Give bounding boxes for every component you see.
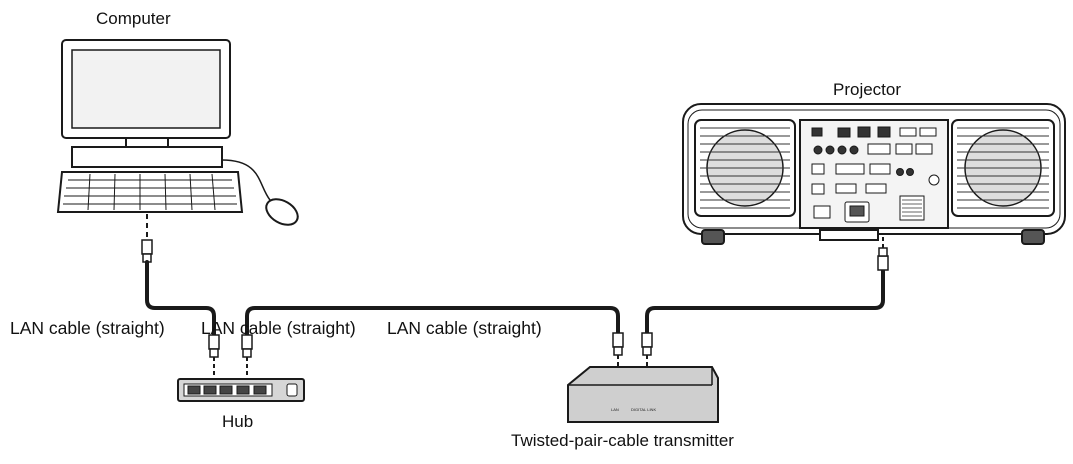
cable-hub-transmitter [245, 306, 620, 337]
cable-computer-hub [145, 260, 216, 337]
computer [56, 39, 299, 226]
projector-label: Projector [833, 80, 902, 99]
lan-plug-tx-left [612, 332, 624, 356]
computer-base [71, 146, 223, 168]
keyboard [56, 171, 244, 213]
twisted-pair-cable-transmitter [567, 366, 719, 423]
monitor-stand [125, 137, 169, 148]
transmitter-label: Twisted-pair-cable transmitter [511, 431, 734, 450]
projector [682, 103, 1066, 245]
lan-plugs [208, 247, 889, 358]
projector-left-vent [694, 119, 796, 217]
mouse [265, 198, 299, 226]
keyboard-keys [63, 173, 237, 211]
lan-plug-computer [141, 239, 153, 263]
monitor-screen [71, 49, 221, 129]
lan-cable-label-transmitter-projector: LAN cable (straight) [387, 318, 542, 338]
tx-port-lan-label: LAN [611, 407, 619, 412]
mouse-cable [221, 159, 271, 201]
projector-right-vent [951, 119, 1055, 217]
cable-transmitter-projector [645, 268, 885, 335]
lan-plug-projector [877, 247, 889, 271]
lan-cable-label-hub-transmitter: LAN cable (straight) [201, 318, 356, 338]
hub-label: Hub [222, 412, 254, 431]
cables [145, 260, 885, 337]
projector-terminal-panel [799, 119, 949, 229]
hub [177, 378, 305, 402]
tx-port-digital-link-label: DIGITAL LINK [631, 407, 656, 412]
computer-label: Computer [96, 9, 171, 28]
lan-cable-label-computer-hub: LAN cable (straight) [10, 318, 165, 338]
lan-plug-tx-right [641, 332, 653, 356]
lan-plug-hub-left [208, 334, 220, 358]
